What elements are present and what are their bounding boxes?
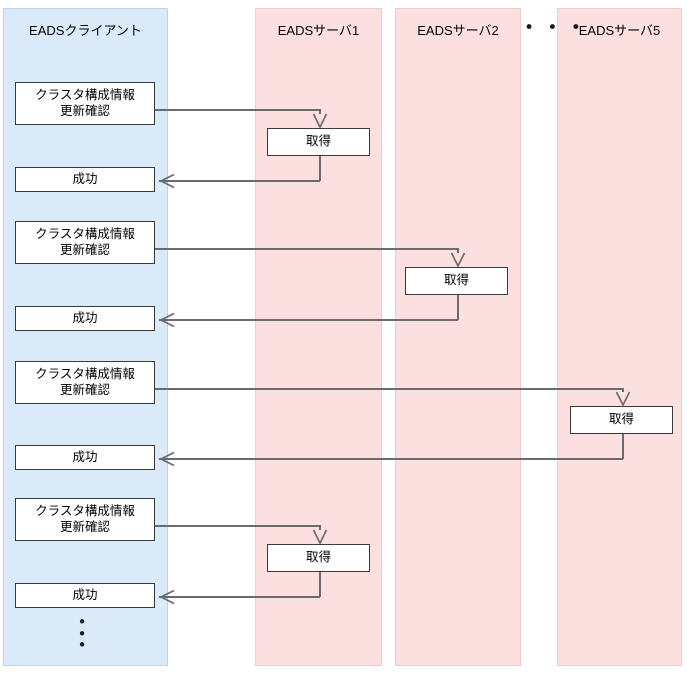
- request-box-group-2[interactable]: クラスタ構成情報 更新確認: [15, 221, 155, 264]
- response-line-h-group-1: [159, 179, 320, 182]
- response-line-v-group-4: [318, 572, 321, 597]
- action-box-group-4[interactable]: 取得: [267, 544, 370, 572]
- request-line-v-group-2: [456, 247, 459, 253]
- response-line-h-group-4: [159, 595, 320, 598]
- request-line-v-group-1: [318, 108, 321, 114]
- response-box-group-3[interactable]: 成功: [15, 445, 155, 470]
- lane-server2: EADSサーバ2: [395, 8, 521, 666]
- arrowhead-left-icon: [159, 451, 175, 466]
- request-line-v-group-4: [318, 524, 321, 530]
- lane-title-client: EADSクライアント: [29, 23, 142, 38]
- response-line-v-group-3: [621, 434, 624, 459]
- lane-ellipsis-icon: • • •: [524, 18, 585, 38]
- request-line-h-group-1: [155, 108, 320, 111]
- action-box-group-3[interactable]: 取得: [570, 406, 673, 434]
- action-box-group-2[interactable]: 取得: [405, 267, 508, 295]
- response-box-group-4[interactable]: 成功: [15, 583, 155, 608]
- arrowhead-left-icon: [159, 589, 175, 604]
- response-box-group-2[interactable]: 成功: [15, 306, 155, 331]
- arrowhead-down-icon: [450, 252, 465, 268]
- lane-title-server5: EADSサーバ5: [578, 23, 661, 38]
- arrowhead-down-icon: [615, 391, 630, 407]
- response-box-group-1[interactable]: 成功: [15, 167, 155, 192]
- lane-server5: EADSサーバ5: [557, 8, 682, 666]
- response-line-v-group-1: [318, 156, 321, 181]
- request-box-group-4[interactable]: クラスタ構成情報 更新確認: [15, 498, 155, 541]
- continuation-ellipsis-icon: •••: [77, 613, 87, 655]
- arrowhead-left-icon: [159, 173, 175, 188]
- request-line-h-group-3: [155, 387, 623, 390]
- request-line-h-group-2: [155, 247, 458, 250]
- request-line-v-group-3: [621, 387, 624, 392]
- lane-title-server1: EADSサーバ1: [277, 23, 360, 38]
- arrowhead-left-icon: [159, 312, 175, 327]
- response-line-v-group-2: [456, 295, 459, 320]
- lane-title-server2: EADSサーバ2: [417, 23, 499, 38]
- action-box-group-1[interactable]: 取得: [267, 128, 370, 156]
- request-line-h-group-4: [155, 524, 320, 527]
- arrowhead-down-icon: [312, 113, 327, 129]
- response-line-h-group-3: [159, 457, 623, 460]
- response-line-h-group-2: [159, 318, 458, 321]
- arrowhead-down-icon: [312, 529, 327, 545]
- request-box-group-1[interactable]: クラスタ構成情報 更新確認: [15, 82, 155, 125]
- request-box-group-3[interactable]: クラスタ構成情報 更新確認: [15, 361, 155, 404]
